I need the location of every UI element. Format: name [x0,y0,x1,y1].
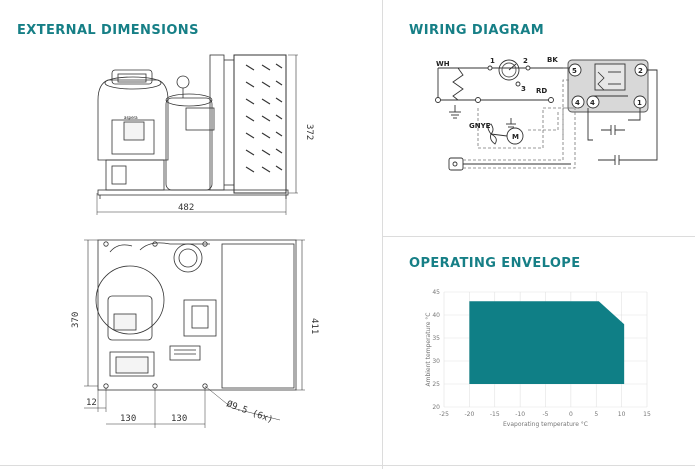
dim-spacing-1: 130 [120,414,136,424]
y-tick-labels: 20 25 30 35 40 45 [432,289,440,411]
y-tick-1: 25 [432,381,440,388]
x-tick-7: 10 [618,411,626,418]
bottom-divider [0,465,695,466]
external-dimensions-title: EXTERNAL DIMENSIONS [17,23,199,38]
horizontal-divider [383,236,695,237]
wire-rd-label: RD [536,87,547,95]
x-tick-2: -15 [490,411,500,418]
dim-hole: Ø9.5 (6x) [225,398,275,425]
dim-width: 482 [178,203,194,213]
dim-height: 372 [304,124,314,140]
x-tick-5: 0 [569,411,573,418]
relay-terminal-2: 2 [638,67,643,75]
x-tick-3: -10 [515,411,525,418]
dimensions-drawing: 482 372 370 411 12 130 130 Ø9.5 (6x) asp… [71,54,319,428]
x-tick-1: -20 [464,411,474,418]
brand-logo-text: aspera [124,115,138,120]
x-tick-6: 5 [594,411,598,418]
y-tick-0: 20 [432,404,440,411]
operating-envelope-chart: -25 -20 -15 -10 -5 0 5 10 15 20 25 30 35 40 45 Evapor… [425,289,651,428]
envelope-area [469,301,625,384]
relay-terminal-1: 1 [637,99,642,107]
dim-height-side: 411 [309,318,319,334]
y-tick-5: 45 [432,289,440,296]
dim-offset: 12 [86,398,97,408]
wiring-drawing: WH BK RD GNYE M 1 2 3 5 2 4 4 1 [435,56,658,171]
x-tick-4: -5 [543,411,549,418]
compressor-terminal-2: 2 [523,57,528,65]
operating-envelope-title: OPERATING ENVELOPE [409,256,581,271]
compressor-terminal-1: 1 [490,57,495,65]
dim-spacing-2: 130 [171,414,187,424]
dim-depth: 370 [71,312,81,328]
compressor-terminal-3: 3 [521,85,526,93]
vertical-divider [382,0,383,469]
wire-wh-label: WH [436,60,450,68]
wiring-diagram-title: WIRING DIAGRAM [409,23,545,38]
x-tick-8: 15 [643,411,651,418]
relay-terminal-4b: 4 [590,99,595,107]
y-axis-label: Ambient temperature °C [425,313,432,387]
wire-bk-label: BK [547,56,558,64]
y-tick-4: 40 [432,312,440,319]
x-tick-labels: -25 -20 -15 -10 -5 0 5 10 15 [439,411,651,418]
relay-terminal-4a: 4 [575,99,580,107]
wire-gnye-label: GNYE [469,122,491,130]
relay-terminal-5: 5 [572,67,577,75]
x-tick-0: -25 [439,411,449,418]
y-tick-2: 30 [432,358,440,365]
y-tick-3: 35 [432,335,440,342]
x-axis-label: Evaporating temperature °C [503,421,588,428]
motor-label: M [512,133,519,141]
